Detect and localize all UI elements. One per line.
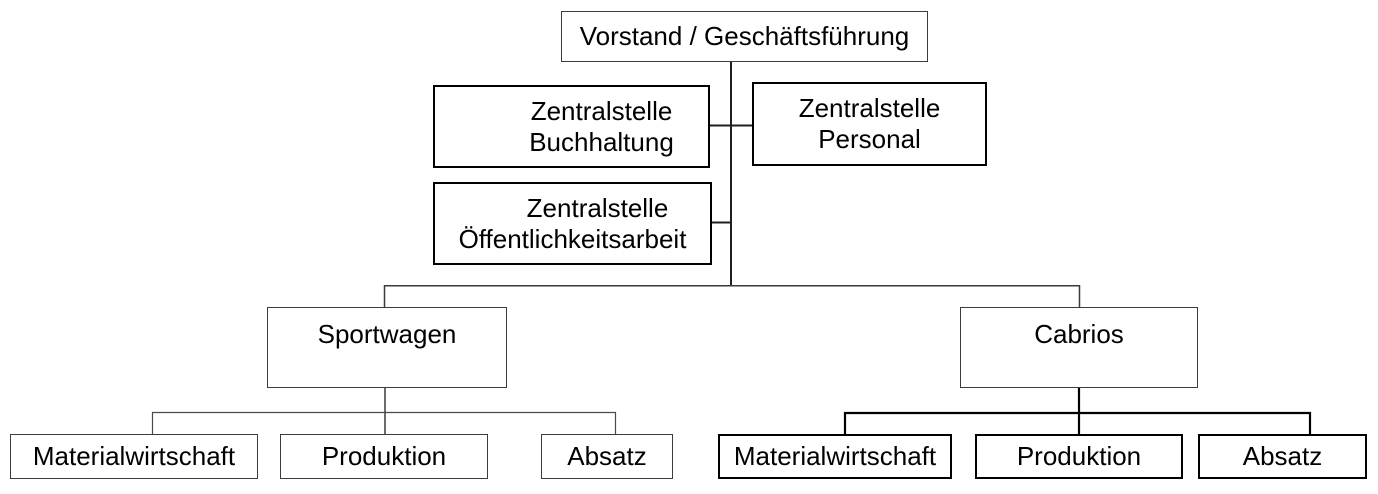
node-label: Zentralstelle Buchhaltung xyxy=(529,95,674,157)
node-label: Produktion xyxy=(1016,441,1142,471)
node-zentralstelle-oeffentlichkeitsarbeit: Zentralstelle Öffentlichkeitsarbeit xyxy=(433,182,712,265)
node-zentralstelle-buchhaltung: Zentralstelle Buchhaltung xyxy=(433,85,710,168)
connector-sportwagen-children xyxy=(151,411,617,434)
node-label: Zentralstelle Personal xyxy=(798,93,941,154)
node-cabrios-materialwirtschaft: Materialwirtschaft xyxy=(718,434,952,479)
node-label: Produktion xyxy=(321,441,447,471)
node-label: Zentralstelle Öffentlichkeitsarbeit xyxy=(458,192,687,254)
node-zentralstelle-personal: Zentralstelle Personal xyxy=(752,82,987,166)
node-sportwagen: Sportwagen xyxy=(267,307,507,388)
connector-divisions xyxy=(383,285,1081,307)
node-label: Absatz xyxy=(567,441,647,471)
node-label: Sportwagen xyxy=(317,319,457,349)
node-label: Absatz xyxy=(1242,441,1323,471)
node-cabrios-produktion: Produktion xyxy=(975,434,1183,479)
node-label: Materialwirtschaft xyxy=(32,441,236,471)
node-label: Materialwirtschaft xyxy=(733,441,937,471)
node-label: Cabrios xyxy=(1034,319,1124,349)
node-sportwagen-produktion: Produktion xyxy=(280,434,488,479)
node-cabrios-absatz: Absatz xyxy=(1198,434,1367,479)
node-cabrios: Cabrios xyxy=(960,307,1198,388)
node-label: Vorstand / Geschäftsführung xyxy=(579,21,910,51)
node-sportwagen-absatz: Absatz xyxy=(541,434,673,479)
node-vorstand-geschaeftsfuehrung: Vorstand / Geschäftsführung xyxy=(561,11,928,62)
connector-cabrios-children xyxy=(843,411,1312,434)
node-sportwagen-materialwirtschaft: Materialwirtschaft xyxy=(10,434,258,479)
